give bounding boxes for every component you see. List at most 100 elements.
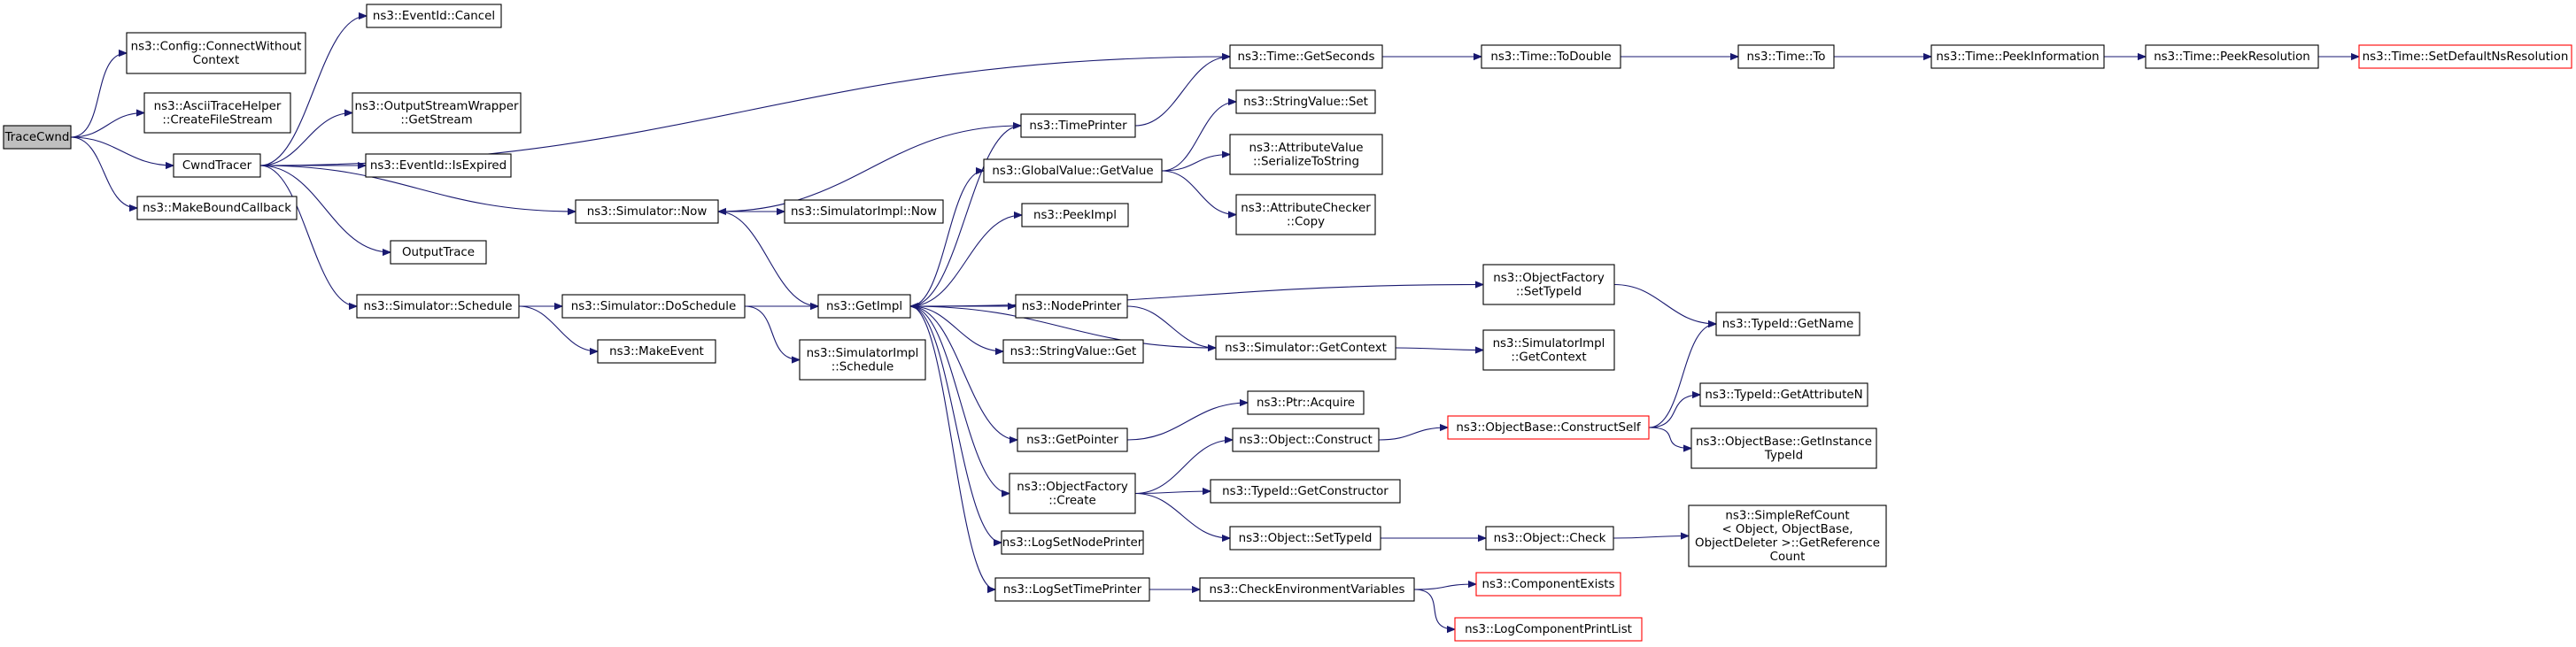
node-cwndtracer[interactable]: CwndTracer (173, 153, 261, 178)
node-box[interactable] (1930, 44, 2105, 69)
node-box[interactable] (1481, 44, 1621, 69)
node-ns3-simulatorimpl-getcontext[interactable]: ns3::SimulatorImpl::GetContext (1482, 329, 1615, 371)
node-ns3-attributevalue-serializetostring[interactable]: ns3::AttributeValue::SerializeToString (1229, 134, 1383, 175)
node-ns3-typeid-getname[interactable]: ns3::TypeId::GetName (1715, 312, 1860, 336)
node-ns3-checkenvironmentvariables[interactable]: ns3::CheckEnvironmentVariables (1199, 577, 1415, 602)
node-ns3-objectfactory-settypeid[interactable]: ns3::ObjectFactory::SetTypeId (1482, 264, 1615, 305)
node-ns3-logsetnodeprinter[interactable]: ns3::LogSetNodePrinter (1001, 530, 1144, 555)
node-box[interactable] (1699, 382, 1868, 407)
node-box[interactable] (1009, 473, 1136, 514)
node-box[interactable] (1210, 479, 1401, 504)
node-outputtrace[interactable]: OutputTrace (390, 240, 487, 265)
node-box[interactable] (1002, 339, 1144, 364)
node-ns3-typeid-getconstructor[interactable]: ns3::TypeId::GetConstructor (1210, 479, 1401, 504)
node-ns3-outputstreamwrapper-getstream[interactable]: ns3::OutputStreamWrapper::GetStream (352, 92, 522, 134)
node-box[interactable] (136, 196, 298, 220)
node-box[interactable] (366, 4, 502, 28)
node-box[interactable] (1447, 415, 1650, 440)
node-box[interactable] (173, 153, 261, 178)
node-box[interactable] (1001, 530, 1144, 555)
node-box[interactable] (1215, 335, 1396, 360)
node-ns3-logsettimeprinter[interactable]: ns3::LogSetTimePrinter (994, 577, 1150, 602)
node-box[interactable] (1235, 89, 1376, 114)
node-box[interactable] (994, 577, 1150, 602)
node-ns3-asciitracehelper-createfilestream[interactable]: ns3::AsciiTraceHelper::CreateFileStream (143, 92, 291, 134)
node-ns3-nodeprinter[interactable]: ns3::NodePrinter (1015, 294, 1128, 319)
node-ns3-objectfactory-create[interactable]: ns3::ObjectFactory::Create (1009, 473, 1136, 514)
node-ns3-stringvalue-set[interactable]: ns3::StringValue::Set (1235, 89, 1376, 114)
node-ns3-time-to[interactable]: ns3::Time::To (1737, 44, 1835, 69)
node-ns3-simplerefcount-object-objectbase-objectdeleter-getreference-count[interactable]: ns3::SimpleRefCount< Object, ObjectBase,… (1688, 505, 1887, 567)
node-ns3-getpointer[interactable]: ns3::GetPointer (1017, 427, 1128, 452)
node-box[interactable] (1454, 617, 1643, 642)
node-box[interactable] (1229, 44, 1383, 69)
node-box[interactable] (1232, 427, 1380, 452)
node-ns3-time-peekresolution[interactable]: ns3::Time::PeekResolution (2145, 44, 2319, 69)
node-box[interactable] (1017, 427, 1128, 452)
node-box[interactable] (561, 294, 746, 319)
node-box[interactable] (352, 92, 522, 134)
node-box[interactable] (1015, 294, 1128, 319)
node-ns3-time-setdefaultnsresolution[interactable]: ns3::Time::SetDefaultNsResolution (2358, 44, 2572, 69)
node-box[interactable] (1690, 427, 1877, 469)
node-ns3-eventid-cancel[interactable]: ns3::EventId::Cancel (366, 4, 502, 28)
node-ns3-ptr-acquire[interactable]: ns3::Ptr::Acquire (1247, 390, 1365, 415)
node-box[interactable] (1199, 577, 1415, 602)
node-box[interactable] (1229, 526, 1381, 551)
node-ns3-timeprinter[interactable]: ns3::TimePrinter (1020, 113, 1136, 138)
node-box[interactable] (1737, 44, 1835, 69)
node-box[interactable] (126, 32, 306, 74)
node-ns3-object-check[interactable]: ns3::Object::Check (1485, 526, 1614, 551)
node-box[interactable] (390, 240, 487, 265)
node-box[interactable] (1482, 329, 1615, 371)
node-box[interactable] (817, 294, 911, 319)
node-box[interactable] (1229, 134, 1383, 175)
node-box[interactable] (1482, 264, 1615, 305)
node-ns3-objectbase-constructself[interactable]: ns3::ObjectBase::ConstructSelf (1447, 415, 1650, 440)
node-ns3-simulator-doschedule[interactable]: ns3::Simulator::DoSchedule (561, 294, 746, 319)
node-box[interactable] (1021, 203, 1129, 227)
node-box[interactable] (784, 199, 944, 224)
node-ns3-getimpl[interactable]: ns3::GetImpl (817, 294, 911, 319)
node-ns3-simulator-now[interactable]: ns3::Simulator::Now (575, 199, 719, 224)
node-box[interactable] (1475, 572, 1621, 597)
node-box[interactable] (2358, 44, 2572, 69)
node-ns3-makeevent[interactable]: ns3::MakeEvent (597, 339, 716, 364)
node-ns3-time-getseconds[interactable]: ns3::Time::GetSeconds (1229, 44, 1383, 69)
node-ns3-makeboundcallback[interactable]: ns3::MakeBoundCallback (136, 196, 298, 220)
node-box[interactable] (3, 125, 72, 150)
node-ns3-simulator-schedule[interactable]: ns3::Simulator::Schedule (356, 294, 520, 319)
node-ns3-simulatorimpl-schedule[interactable]: ns3::SimulatorImpl::Schedule (799, 339, 926, 381)
node-ns3-simulatorimpl-now[interactable]: ns3::SimulatorImpl::Now (784, 199, 944, 224)
node-ns3-stringvalue-get[interactable]: ns3::StringValue::Get (1002, 339, 1144, 364)
node-box[interactable] (1020, 113, 1136, 138)
node-ns3-eventid-isexpired[interactable]: ns3::EventId::IsExpired (365, 153, 512, 178)
node-box[interactable] (2145, 44, 2319, 69)
node-box[interactable] (799, 339, 926, 381)
node-ns3-globalvalue-getvalue[interactable]: ns3::GlobalValue::GetValue (983, 158, 1163, 183)
node-box[interactable] (1688, 505, 1887, 567)
node-ns3-typeid-getattributen[interactable]: ns3::TypeId::GetAttributeN (1699, 382, 1868, 407)
node-box[interactable] (356, 294, 520, 319)
node-box[interactable] (1715, 312, 1860, 336)
node-ns3-attributechecker-copy[interactable]: ns3::AttributeChecker::Copy (1235, 194, 1376, 235)
node-box[interactable] (1235, 194, 1376, 235)
node-box[interactable] (597, 339, 716, 364)
node-ns3-time-peekinformation[interactable]: ns3::Time::PeekInformation (1930, 44, 2105, 69)
node-ns3-object-settypeid[interactable]: ns3::Object::SetTypeId (1229, 526, 1381, 551)
node-box[interactable] (365, 153, 512, 178)
node-box[interactable] (143, 92, 291, 134)
node-ns3-logcomponentprintlist[interactable]: ns3::LogComponentPrintList (1454, 617, 1643, 642)
node-ns3-time-todouble[interactable]: ns3::Time::ToDouble (1481, 44, 1621, 69)
node-tracecwnd[interactable]: TraceCwnd (3, 125, 72, 150)
node-box[interactable] (575, 199, 719, 224)
node-ns3-peekimpl[interactable]: ns3::PeekImpl (1021, 203, 1129, 227)
node-box[interactable] (1485, 526, 1614, 551)
node-box[interactable] (1247, 390, 1365, 415)
node-ns3-object-construct[interactable]: ns3::Object::Construct (1232, 427, 1380, 452)
node-ns3-componentexists[interactable]: ns3::ComponentExists (1475, 572, 1621, 597)
node-box[interactable] (983, 158, 1163, 183)
node-ns3-simulator-getcontext[interactable]: ns3::Simulator::GetContext (1215, 335, 1396, 360)
